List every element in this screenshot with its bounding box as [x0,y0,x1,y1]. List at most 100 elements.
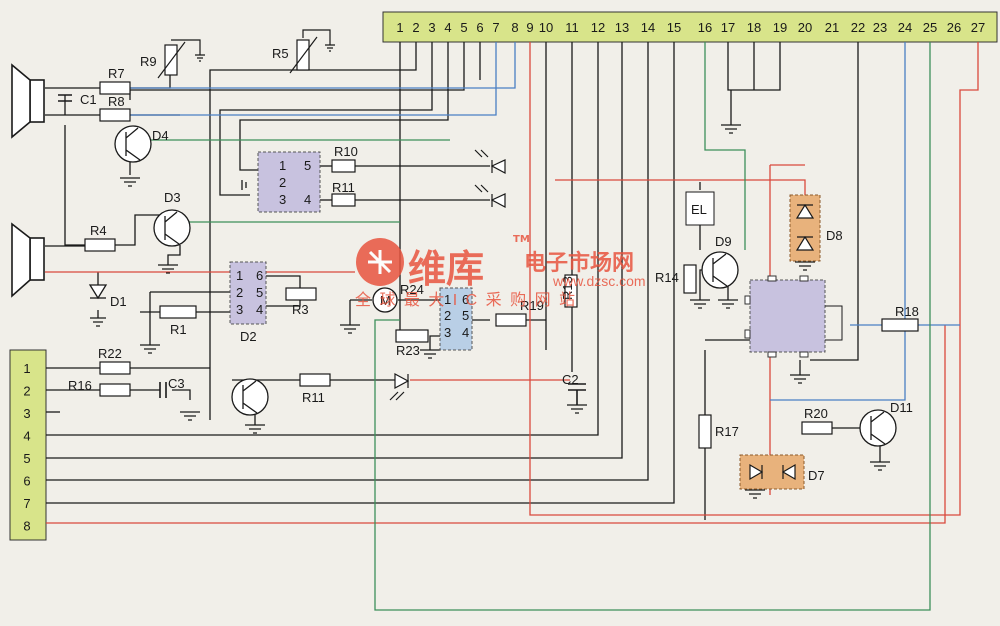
label-r10: R11 [332,180,355,195]
ic-u1 [257,151,321,213]
svg-text:6: 6 [256,268,263,283]
svg-text:3: 3 [279,192,286,207]
label-r23: R22 [98,346,122,361]
transistor-lower-icon [231,378,269,416]
top-pin-22: 22 [851,20,865,35]
label-r7: R8 [108,94,125,109]
lamp-el [685,191,715,226]
top-pin-8: 8 [511,20,518,35]
left-pin-1: 1 [23,361,30,376]
capacitors [58,94,586,405]
left-pin-6: 6 [23,474,30,489]
svg-text:4: 4 [462,325,469,340]
left-pin-3: 3 [23,406,30,421]
top-pin-24: 24 [898,20,912,35]
label-r9: R10 [334,144,358,159]
left-pin-4: 4 [23,429,30,444]
top-pin-2: 2 [412,20,419,35]
blue-wires [130,42,960,401]
left-pin-8: 8 [23,519,30,534]
svg-text:2: 2 [444,308,451,323]
black-wires [45,42,881,520]
label-r17: R17 [715,424,739,439]
svg-text:2: 2 [279,175,286,190]
label-d2: D2 [240,329,257,344]
resistor-bodies [84,39,919,449]
motor-icon [372,287,398,313]
svg-text:2: 2 [236,285,243,300]
transistor-d11-icon [859,409,897,447]
left-pin-5: 5 [23,451,30,466]
label-r4: R4 [90,223,107,238]
top-pin-5: 5 [460,20,467,35]
top-pin-14: 14 [641,20,655,35]
speaker-top-icon [11,63,45,139]
top-pin-26: 26 [947,20,961,35]
top-pin-19: 19 [773,20,787,35]
diode-box-d7 [739,454,805,490]
diode-box-d8 [789,194,821,262]
label-d7: D7 [808,468,825,483]
label-r14: R14 [655,270,679,285]
label-r18: R18 [895,304,919,319]
label-d8: D8 [826,228,843,243]
label-r11: R11 [302,390,325,405]
top-pin-21: 21 [825,20,839,35]
label-r19: R19 [520,298,544,313]
watermark-url: www.dzsc.com [552,273,646,289]
label-r6: R7 [108,66,125,81]
ground-symbols [90,44,890,499]
label-r8: R9 [140,54,157,69]
label-r11-group: R11 [302,390,325,405]
top-pin-6: 6 [476,20,483,35]
label-r13: R13 [560,276,575,300]
watermark-slogan: 全 球 最 大 I C 采 购 网 站 [355,291,577,309]
ic-d2 [229,261,267,325]
variable-resistor-arrows [157,29,331,79]
label-r24: R24 [400,282,424,297]
label-d3: D3 [164,190,181,205]
label-c2: C2 [562,372,579,387]
top-pin-12: 12 [591,20,605,35]
label-m: M [380,293,391,308]
watermark-logo: 维库 TM 电子市场网 www.dzsc.com 全 球 最 大 I C 采 购… [355,234,646,309]
transistor-d9-icon [701,251,739,289]
watermark-tm: TM [513,234,530,245]
transistor-d3-icon [153,209,191,247]
top-pin-9: 9 [526,20,533,35]
top-pin-17: 17 [721,20,735,35]
top-pin-15: 15 [667,20,681,35]
svg-text:5: 5 [462,308,469,323]
label-r1: R1 [170,322,187,337]
top-pin-16: 16 [698,20,712,35]
label-d11: D11 [890,400,913,415]
top-pin-13: 13 [615,20,629,35]
top-pin-3: 3 [428,20,435,35]
label-el: EL [691,202,707,217]
ic-pin-labels: 1 2 3 5 4 1 2 3 6 5 4 1 2 3 6 5 4 [236,158,469,340]
transistor-d4-icon [114,125,152,163]
top-pin-11: 11 [565,20,579,35]
svg-text:4: 4 [304,192,311,207]
led-icons [389,149,506,401]
watermark-brand: 维库 [408,247,484,291]
svg-text:1: 1 [236,268,243,283]
svg-text:4: 4 [256,302,263,317]
ic-main [744,275,843,358]
top-pin-20: 20 [798,20,812,35]
top-connector [382,11,998,43]
label-d4: D4 [152,128,169,143]
green-wires [150,42,931,611]
top-pin-7: 7 [492,20,499,35]
top-pin-4: 4 [444,20,451,35]
svg-text:5: 5 [256,285,263,300]
label-r3: R3 [292,302,309,317]
top-pin-10: 10 [539,20,553,35]
svg-text:3: 3 [236,302,243,317]
svg-text:1: 1 [444,292,451,307]
top-pin-18: 18 [747,20,761,35]
svg-text:1: 1 [279,158,286,173]
label-r20: R20 [804,406,828,421]
